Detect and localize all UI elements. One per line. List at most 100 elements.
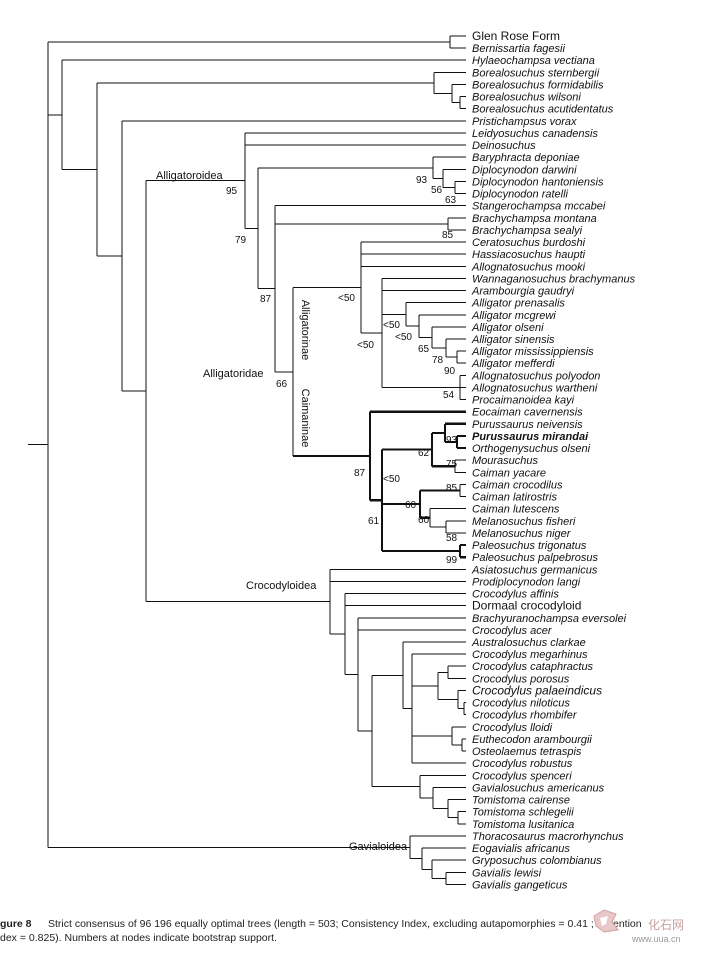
taxon-label: Alligator olseni <box>471 322 544 334</box>
bootstrap-value: 60 <box>418 515 430 526</box>
taxon-label: Eogavialis africanus <box>472 843 570 855</box>
taxon-label: Paleosuchus palpebrosus <box>472 552 598 564</box>
taxon-label: Eocaiman cavernensis <box>472 407 583 419</box>
taxon-label: Brachychampsa montana <box>472 213 597 225</box>
taxon-label: Diplocynodon hantoniensis <box>472 176 604 188</box>
bootstrap-value: 62 <box>418 448 430 459</box>
taxon-label: Tomistoma cairense <box>472 795 570 807</box>
bootstrap-value: 63 <box>445 195 457 206</box>
bootstrap-value: 66 <box>276 379 288 390</box>
taxon-label: Pristichampsus vorax <box>472 116 577 128</box>
bootstrap-value: <50 <box>395 332 412 343</box>
subfamily-label: Alligatorinae <box>299 300 311 361</box>
bootstrap-value: 95 <box>226 186 238 197</box>
taxon-label: Arambourgia gaudryi <box>471 286 575 298</box>
taxon-label: Procaimanoidea kayi <box>472 395 575 407</box>
taxon-label: Crocodylus rhombifer <box>472 710 578 722</box>
taxon-label: Crocodylus palaeindicus <box>472 683 602 697</box>
taxon-label: Glen Rose Form <box>472 29 560 43</box>
bootstrap-value: 85 <box>442 230 454 241</box>
caption-line-1: Strict consensus of 96 196 equally optim… <box>48 918 642 930</box>
taxon-label: Borealosuchus wilsoni <box>472 92 581 104</box>
taxon-label: Crocodylus robustus <box>472 758 573 770</box>
bootstrap-value: 93 <box>446 435 458 446</box>
bootstrap-value: 87 <box>260 294 272 305</box>
taxon-label: Baryphracta deponiae <box>472 152 580 164</box>
site-watermark: 化石网 www.uua.cn <box>588 906 707 950</box>
taxon-label: Alligator mcgrewi <box>471 310 556 322</box>
watermark-url: www.uua.cn <box>632 934 681 944</box>
taxon-label: Melanosuchus fisheri <box>472 516 576 528</box>
taxon-label: Brachychampsa sealyi <box>472 225 583 237</box>
taxon-label: Dormaal crocodyloid <box>472 599 581 613</box>
taxon-label: Melanosuchus niger <box>472 528 572 540</box>
taxon-label: Diplocynodon darwini <box>472 164 577 176</box>
bootstrap-value: 60 <box>405 500 417 511</box>
taxon-label: Orthogenysuchus olseni <box>472 443 591 455</box>
taxon-label: Deinosuchus <box>472 140 536 152</box>
taxon-label: Hassiacosuchus haupti <box>472 249 586 261</box>
bootstrap-value: 78 <box>432 355 444 366</box>
clade-label: Alligatoroidea <box>156 170 224 182</box>
bootstrap-value: 75 <box>446 459 458 470</box>
bootstrap-value: <50 <box>357 340 374 351</box>
bootstrap-value: 85 <box>446 483 458 494</box>
clade-label: Alligatoridae <box>203 368 264 380</box>
taxon-label: Diplocynodon ratelli <box>472 189 569 201</box>
taxon-label: Borealosuchus formidabilis <box>472 79 604 91</box>
bootstrap-value: <50 <box>383 320 400 331</box>
taxon-label: Crocodylus acer <box>472 625 553 637</box>
taxon-label: Gavialis gangeticus <box>472 879 568 891</box>
taxon-label: Bernissartia fagesii <box>472 43 565 55</box>
figure-label: gure 8 <box>0 918 32 930</box>
taxon-label: Alligator sinensis <box>471 334 555 346</box>
taxon-label: Crocodylus niloticus <box>472 698 570 710</box>
watermark-brand: 化石网 <box>648 918 685 932</box>
taxon-label: Asiatosuchus germanicus <box>471 564 598 576</box>
taxon-label: Wannaganosuchus brachymanus <box>472 273 636 285</box>
taxon-label: Hylaeochampsa vectiana <box>472 55 595 67</box>
taxon-label: Ceratosuchus burdoshi <box>472 237 586 249</box>
taxon-label: Tomistoma schlegelii <box>472 807 574 819</box>
taxon-label: Thoracosaurus macrorhynchus <box>472 831 624 843</box>
bootstrap-value: 58 <box>446 533 458 544</box>
taxon-label: Crocodylus spenceri <box>472 770 572 782</box>
bootstrap-value: <50 <box>338 293 355 304</box>
taxon-label: Paleosuchus trigonatus <box>472 540 587 552</box>
caption-line-2: dex = 0.825). Numbers at nodes indicate … <box>0 932 277 944</box>
taxon-label: Tomistoma lusitanica <box>472 819 574 831</box>
taxon-label: Crocodylus megarhinus <box>472 649 588 661</box>
taxon-label: Borealosuchus acutidentatus <box>472 104 614 116</box>
bootstrap-value: 61 <box>368 516 380 527</box>
taxon-label: Caiman lutescens <box>472 504 560 516</box>
bootstrap-value: 90 <box>444 366 456 377</box>
bootstrap-value: 87 <box>354 468 366 479</box>
taxon-label: Australosuchus clarkae <box>471 637 586 649</box>
taxon-label: Gryposuchus colombianus <box>472 855 602 867</box>
taxon-label: Crocodylus cataphractus <box>472 661 594 673</box>
taxon-label: Alligator mefferdi <box>471 358 555 370</box>
taxon-label: Crocodylus affinis <box>472 589 559 601</box>
subfamily-label: Caimaninae <box>299 389 311 448</box>
clade-label: Crocodyloidea <box>246 580 317 592</box>
taxon-label: Purussaurus mirandai <box>472 431 589 443</box>
taxon-label: Leidyosuchus canadensis <box>472 128 598 140</box>
taxon-label: Allognatosuchus wartheni <box>471 382 598 394</box>
bootstrap-value: 93 <box>416 175 428 186</box>
bootstrap-value: 56 <box>431 185 443 196</box>
taxon-label: Allognatosuchus polyodon <box>471 370 600 382</box>
taxon-label: Caiman crocodilus <box>472 479 563 491</box>
taxon-label: Crocodylus lloidi <box>472 722 553 734</box>
bootstrap-value: 65 <box>418 344 430 355</box>
bootstrap-value: 79 <box>235 235 247 246</box>
taxon-label: Caiman latirostris <box>472 492 557 504</box>
taxon-label: Borealosuchus sternbergii <box>472 67 600 79</box>
taxon-label: Alligator prenasalis <box>471 298 565 310</box>
taxon-label: Alligator mississippiensis <box>471 346 594 358</box>
taxon-label: Crocodylus porosus <box>472 673 570 685</box>
taxon-label: Allognatosuchus mooki <box>471 261 586 273</box>
bootstrap-value: 99 <box>446 555 458 566</box>
bootstrap-value: <50 <box>383 474 400 485</box>
taxon-label: Euthecodon arambourgii <box>472 734 592 746</box>
